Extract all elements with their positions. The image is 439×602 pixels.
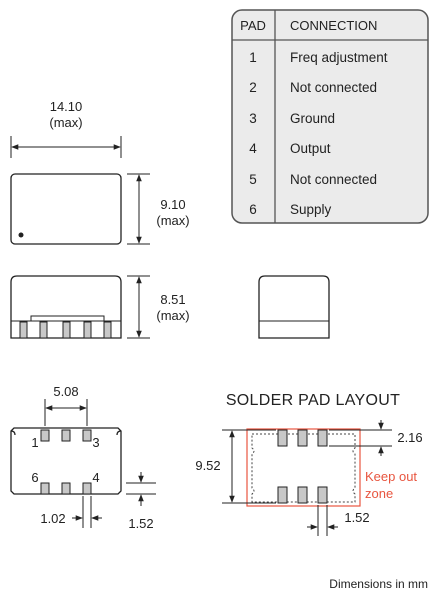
table-row-5-pad: 5 (249, 172, 257, 187)
pin-label-6: 6 (31, 470, 38, 485)
pin1-marker-dot (18, 232, 24, 238)
solder-pad (297, 486, 308, 504)
pad-length-value: 2.16 (397, 430, 422, 445)
solder-pad (317, 429, 328, 447)
table-row-3-pad: 3 (249, 111, 257, 126)
pad-width-value: 1.02 (40, 511, 65, 526)
table-header-connection: CONNECTION (290, 18, 377, 33)
bottom-pad-3 (82, 429, 92, 442)
table-row-6-connection: Supply (290, 202, 332, 217)
package-outline-dashed (251, 433, 356, 503)
pin-label-3: 3 (92, 435, 99, 450)
pin-label-4: 4 (92, 470, 99, 485)
units-footnote: Dimensions in mm (329, 577, 428, 591)
solder-pad (277, 486, 288, 504)
pitch-value: 5.08 (53, 384, 78, 399)
side-view-pad (83, 321, 92, 339)
pin-label-1: 1 (31, 435, 38, 450)
side-view: 8.51 (max) (10, 275, 330, 339)
bottom-pad-6 (40, 482, 50, 495)
pad-height-value: 1.52 (128, 516, 153, 531)
end-view-body (258, 275, 330, 339)
solder-pad-layout: SOLDER PAD LAYOUT 9.52 2.16 Keep out zon… (195, 392, 423, 536)
table-frame (231, 9, 429, 224)
side-height-note: (max) (156, 308, 189, 323)
pad-connection-table: PAD CONNECTION 1 Freq adjustment 2 Not c… (231, 9, 429, 224)
table-row-6-pad: 6 (249, 202, 257, 217)
bottom-view-body (10, 427, 122, 495)
solder-layout-title: SOLDER PAD LAYOUT (226, 392, 400, 409)
bottom-pad-2 (61, 429, 71, 442)
side-view-body (10, 275, 122, 339)
side-view-pad (39, 321, 48, 339)
bottom-pad-5 (61, 482, 71, 495)
bottom-view: 5.08 1 3 6 4 1.52 1.02 (10, 384, 156, 531)
table-row-1-connection: Freq adjustment (290, 50, 388, 65)
side-view-pad (62, 321, 71, 339)
table-row-5-connection: Not connected (290, 172, 377, 187)
solder-pad (317, 486, 328, 504)
keep-out-label-line2: zone (365, 486, 393, 501)
table-row-2-connection: Not connected (290, 80, 377, 95)
table-row-1-pad: 1 (249, 50, 257, 65)
table-row-4-connection: Output (290, 141, 331, 156)
table-row-2-pad: 2 (249, 80, 257, 95)
side-view-pad (19, 321, 28, 339)
top-width-value: 14.10 (50, 99, 83, 114)
keep-out-zone (246, 428, 361, 507)
keep-out-label-line1: Keep out (365, 469, 417, 484)
layout-height-value: 9.52 (195, 458, 220, 473)
solder-pad (277, 429, 288, 447)
top-height-value: 9.10 (160, 197, 185, 212)
top-width-note: (max) (49, 115, 82, 130)
table-row-3-connection: Ground (290, 111, 335, 126)
bottom-pad-1 (40, 429, 50, 442)
top-view-body (10, 173, 122, 245)
bottom-pad-4 (82, 482, 92, 495)
top-height-note: (max) (156, 213, 189, 228)
top-view: 14.10 (max) 9.10 (max) (10, 99, 190, 245)
side-view-pad (103, 321, 112, 339)
spacing-value: 1.52 (344, 510, 369, 525)
side-height-value: 8.51 (160, 292, 185, 307)
table-row-4-pad: 4 (249, 141, 257, 156)
solder-pad (297, 429, 308, 447)
table-header-pad: PAD (240, 18, 266, 33)
side-view-lid (30, 315, 105, 322)
